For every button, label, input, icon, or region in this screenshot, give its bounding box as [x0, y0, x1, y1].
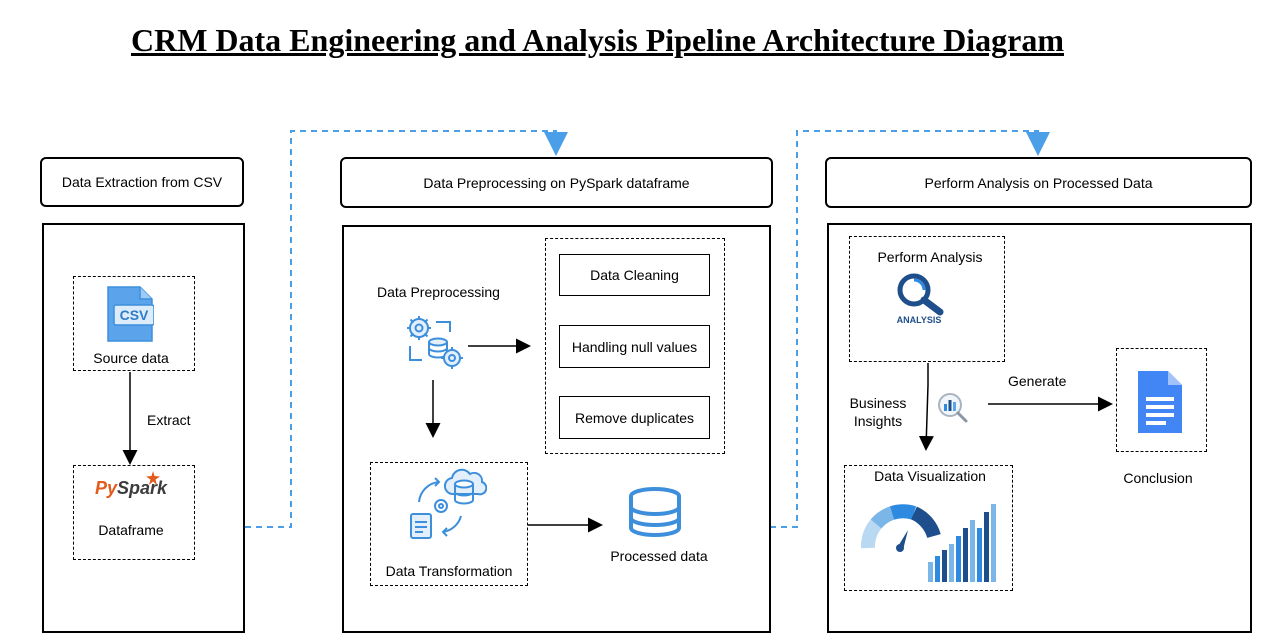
data-transformation-label: Data Transformation: [385, 563, 513, 579]
data-transformation-icon: [410, 468, 487, 539]
stage-panel-extraction: [42, 223, 245, 633]
extract-label: Extract: [147, 412, 191, 428]
preprocessing-steps-group: [545, 238, 725, 454]
stage-header-preprocessing: Data Preprocessing on PySpark dataframe: [340, 157, 773, 208]
analysis-magnifier-icon: ANALYSIS: [897, 273, 944, 325]
perform-analysis-box: [849, 236, 1005, 362]
insights-icon: [938, 393, 968, 423]
business-insights-line2: Insights: [853, 413, 903, 429]
data-transformation-box: [370, 462, 528, 586]
spark-star-icon: [146, 471, 160, 485]
conclusion-box: [1116, 348, 1207, 452]
data-preprocessing-label: Data Preprocessing: [377, 284, 500, 300]
source-data-box: [73, 276, 195, 371]
step-remove-duplicates: Remove duplicates: [559, 396, 710, 439]
pyspark-logo-spark: Spark: [117, 478, 168, 498]
csv-file-icon: CSV: [107, 286, 154, 342]
analysis-icon-text: ANALYSIS: [897, 315, 942, 325]
flow-connector-2: [770, 130, 1050, 528]
csv-icon-text: CSV: [120, 307, 149, 323]
business-insights-line1: Business: [849, 395, 907, 411]
visualization-dashboard-icon: [861, 504, 996, 582]
pyspark-logo: PySpark: [95, 478, 167, 499]
step-data-cleaning: Data Cleaning: [559, 254, 710, 296]
dataframe-box: [73, 465, 195, 560]
processed-database-icon: [629, 487, 681, 537]
stage-header-extraction: Data Extraction from CSV: [40, 157, 244, 207]
diagram-title: CRM Data Engineering and Analysis Pipeli…: [130, 22, 1064, 58]
step-handling-null-values: Handling null values: [559, 325, 710, 368]
perform-analysis-label: Perform Analysis: [877, 249, 983, 265]
conclusion-label: Conclusion: [1123, 470, 1193, 486]
preprocessing-gears-icon: [407, 316, 463, 369]
processed-data-label: Processed data: [610, 548, 708, 564]
stage-header-analysis: Perform Analysis on Processed Data: [825, 157, 1252, 208]
data-visualization-label: Data Visualization: [874, 468, 986, 484]
stage-panel-preprocessing: [342, 225, 771, 633]
analysis-to-visualization-arrow: [918, 363, 934, 451]
business-insights-label: Business Insights: [842, 394, 914, 430]
generate-label: Generate: [1008, 373, 1067, 389]
stage-panel-analysis: [827, 223, 1252, 633]
flow-connector-1: [245, 130, 568, 528]
data-visualization-box: [844, 465, 1013, 591]
dataframe-label: Dataframe: [98, 522, 164, 538]
pyspark-logo-py: Py: [95, 478, 118, 498]
source-data-label: Source data: [93, 350, 169, 366]
conclusion-document-icon: [1138, 371, 1182, 433]
